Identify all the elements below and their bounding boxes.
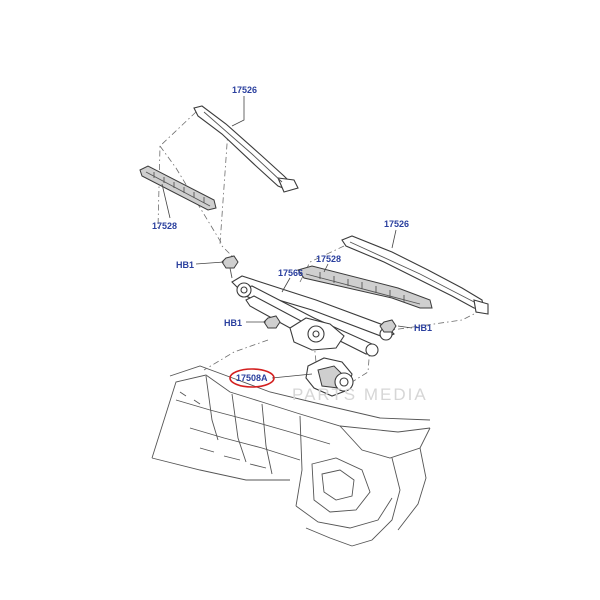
leader-lines <box>161 96 413 379</box>
callout-arm-upper-left: 17526 <box>232 85 257 95</box>
cowl-panel-structure <box>151 365 431 547</box>
wiper-arm-right <box>341 235 489 315</box>
callout-motor: 17508A <box>236 373 268 383</box>
callout-blade-left: 17528 <box>152 221 177 231</box>
watermark: PARTS MEDIA <box>292 385 428 404</box>
wiper-linkage-assembly <box>231 275 395 357</box>
callout-bolt-top-left: HB1 <box>176 260 194 270</box>
callout-linkage: 17566 <box>278 268 303 278</box>
wiper-blade-left <box>139 165 217 211</box>
wiper-blade-right <box>297 265 433 309</box>
bolt-right <box>379 319 397 333</box>
bolt-top-left <box>221 255 239 279</box>
callout-bolt-mid-left: HB1 <box>224 318 242 328</box>
wiper-arm-upper-left <box>193 105 299 193</box>
motor-callout-highlight-ring <box>229 368 275 388</box>
callout-blade-right: 17528 <box>316 254 341 264</box>
bolt-mid-left <box>263 315 281 329</box>
callout-arm-right: 17526 <box>384 219 409 229</box>
callout-bolt-right: HB1 <box>414 323 432 333</box>
wiper-motor <box>305 357 354 397</box>
